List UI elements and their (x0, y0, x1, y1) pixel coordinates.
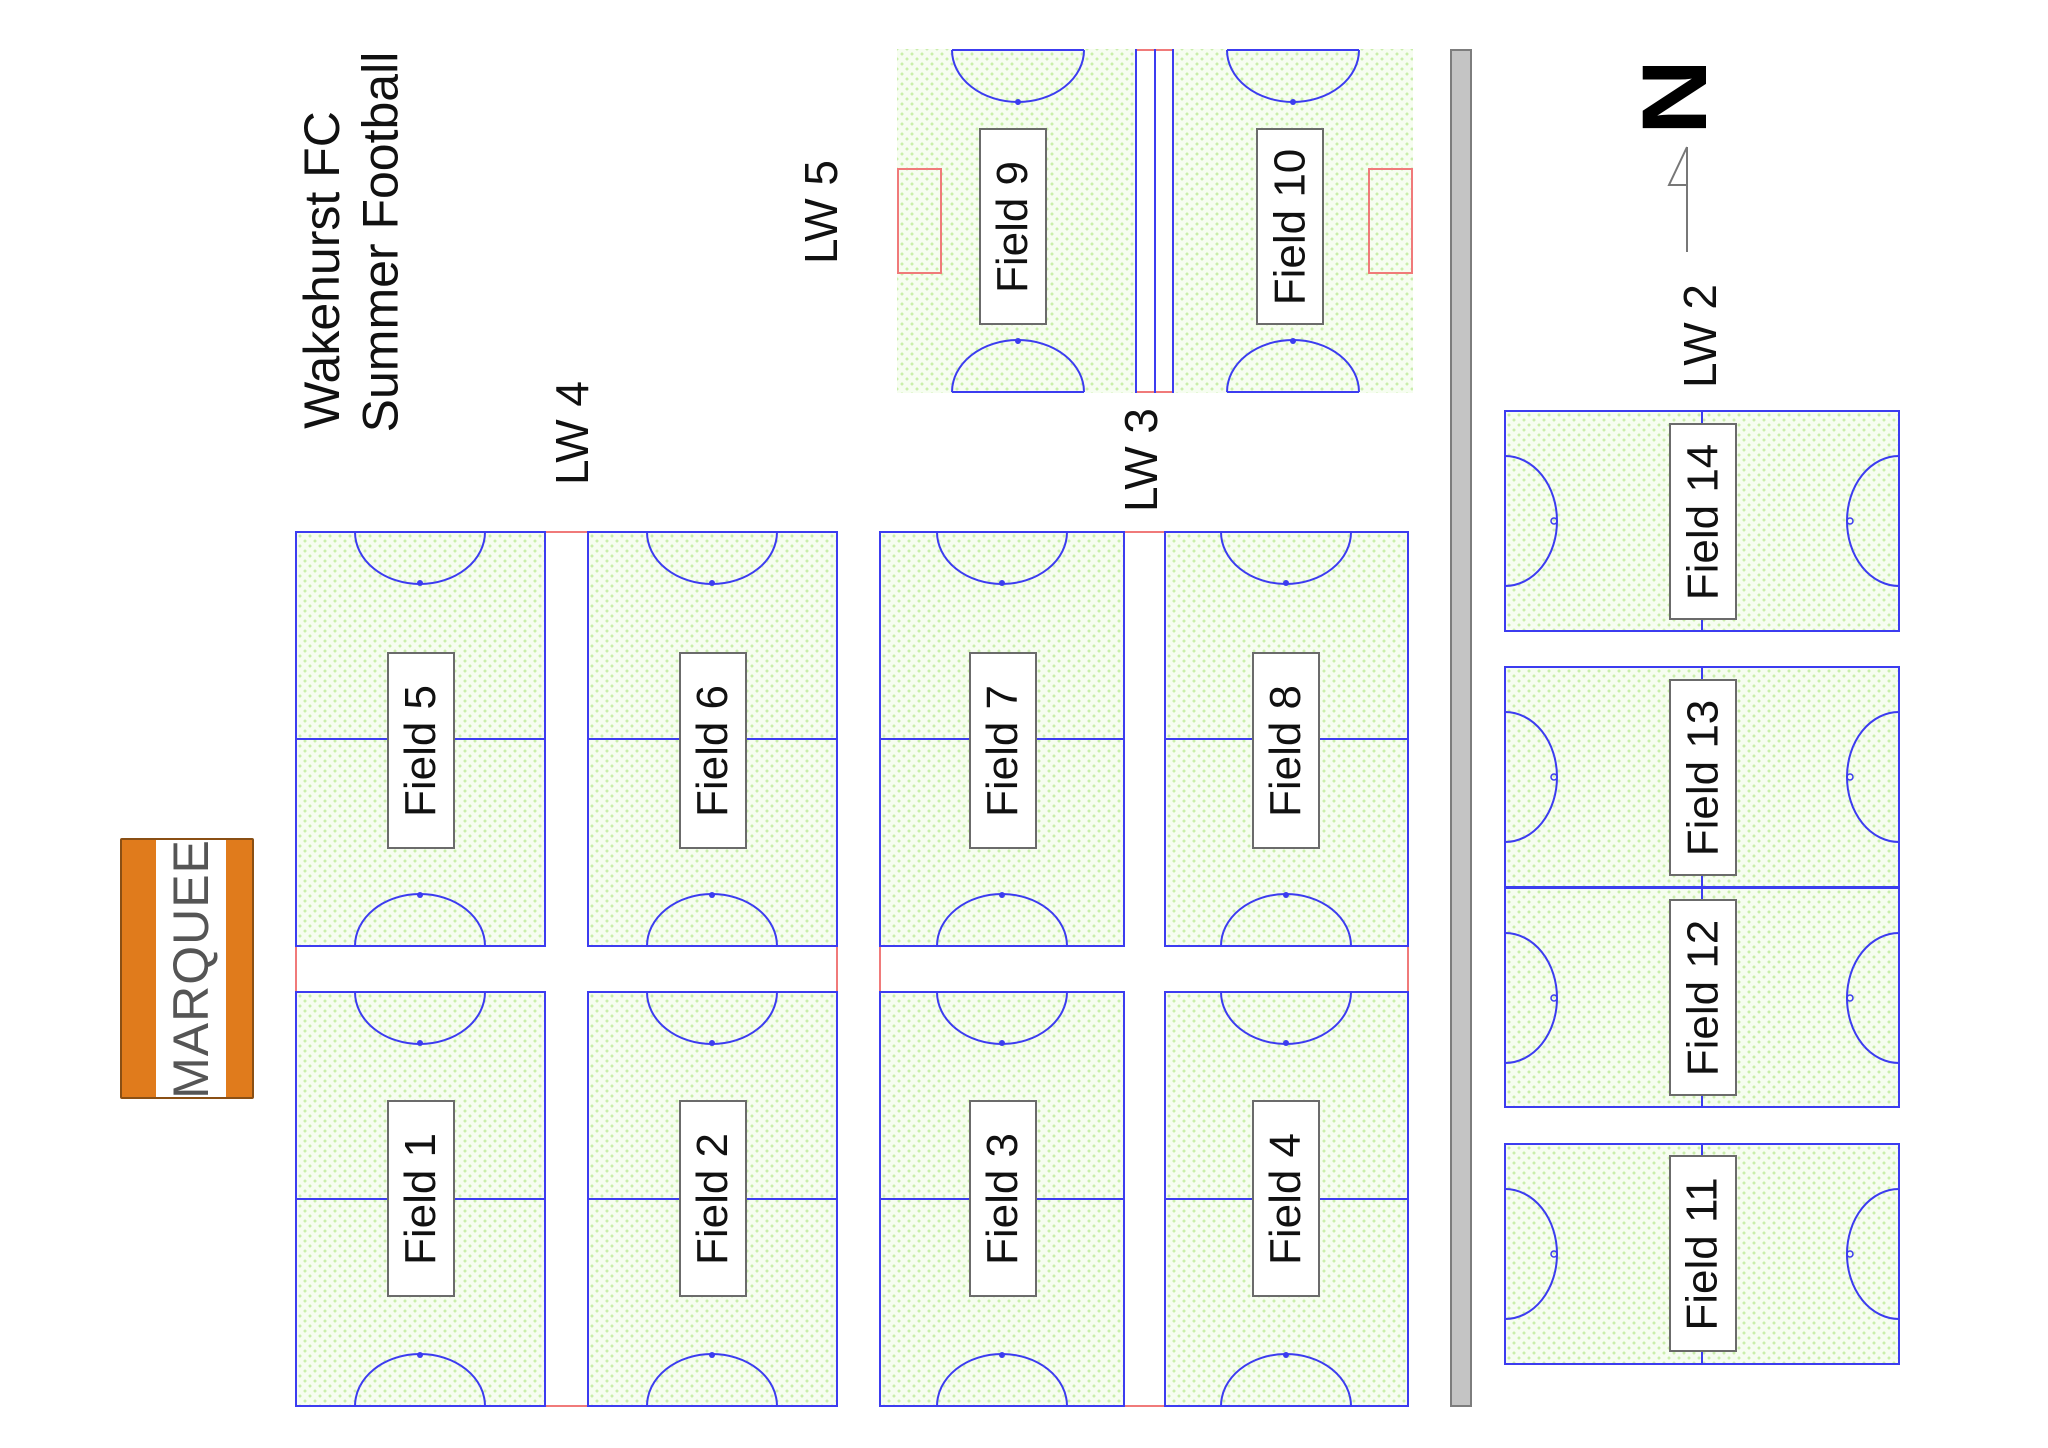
field-14[interactable]: Field 14 (1504, 410, 1900, 632)
field-7[interactable]: Field 7 (879, 531, 1125, 947)
marquee-label: MARQUEE (163, 838, 219, 1099)
field-8[interactable]: Field 8 (1164, 531, 1409, 947)
title-line-2: Summer Football (352, 51, 409, 432)
field-label: Field 1 (387, 1100, 455, 1297)
north-arrow-icon (1667, 146, 1688, 252)
field-5[interactable]: Field 5 (295, 531, 546, 947)
lane-label-lw3: LW 3 (1115, 408, 1168, 512)
field-9[interactable]: Field 9 (897, 49, 1137, 393)
field-label: Field 8 (1252, 652, 1320, 849)
field-3[interactable]: Field 3 (879, 991, 1125, 1407)
field-label: Field 6 (679, 652, 747, 849)
field-4[interactable]: Field 4 (1164, 991, 1409, 1407)
field-6[interactable]: Field 6 (587, 531, 838, 947)
title-line-1: Wakehurst FC (294, 111, 350, 429)
field-2[interactable]: Field 2 (587, 991, 838, 1407)
pitch-markings (897, 49, 1137, 393)
field-label: Field 2 (679, 1100, 747, 1297)
field-label: Field 5 (387, 652, 455, 849)
field-label: Field 7 (969, 652, 1037, 849)
field-label: Field 4 (1252, 1100, 1320, 1297)
marquee: MARQUEE (120, 838, 254, 1099)
field-label: Field 13 (1669, 679, 1737, 876)
lane-label-lw4: LW 4 (546, 381, 599, 485)
field-10[interactable]: Field 10 (1172, 49, 1413, 393)
pitch-markings (1172, 49, 1413, 393)
pitch-markings (1164, 991, 1409, 1407)
center-divider (1154, 49, 1156, 393)
field-label: Field 3 (969, 1100, 1037, 1297)
pitch-markings (295, 531, 546, 947)
field-13[interactable]: Field 13 (1504, 666, 1900, 888)
divider-bar (1450, 49, 1472, 1407)
field-label: Field 12 (1669, 899, 1737, 1096)
lane-label-lw2: LW 2 (1674, 284, 1727, 388)
field-1[interactable]: Field 1 (295, 991, 546, 1407)
field-label: Field 9 (979, 128, 1047, 325)
field-label: Field 11 (1669, 1155, 1737, 1352)
field-label: Field 14 (1669, 423, 1737, 620)
lane-label-lw5: LW 5 (795, 160, 848, 264)
field-11[interactable]: Field 11 (1504, 1143, 1900, 1365)
field-12[interactable]: Field 12 (1504, 887, 1900, 1108)
north-label: N (1623, 58, 1726, 136)
field-label: Field 10 (1256, 128, 1324, 325)
